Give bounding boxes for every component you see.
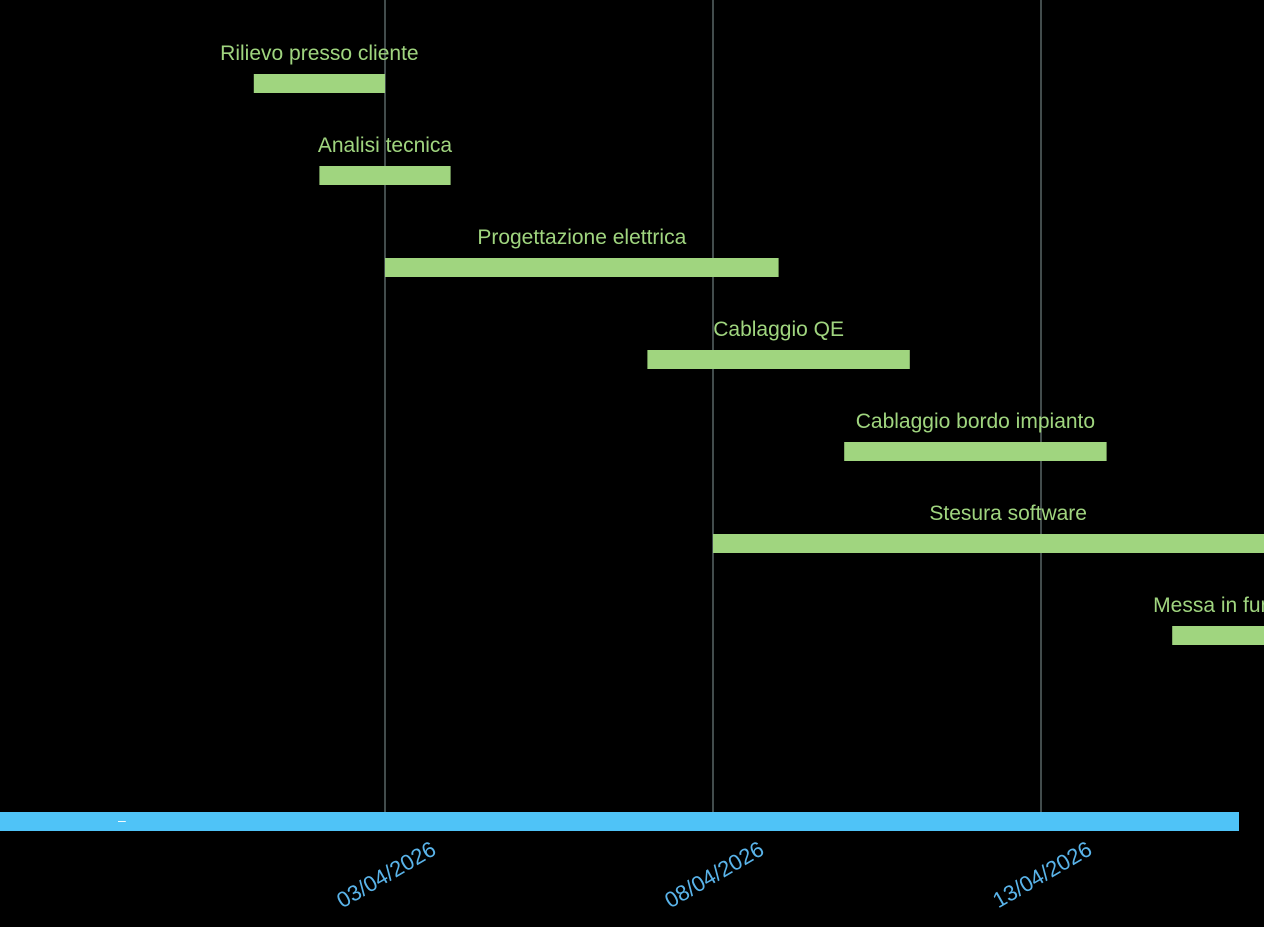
task-label: Cablaggio bordo impianto bbox=[856, 410, 1095, 433]
x-tick-label: 13/04/2026 bbox=[988, 836, 1096, 913]
gridlines bbox=[384, 0, 1042, 812]
timeline-axis-band bbox=[0, 812, 1239, 831]
task-row: Rilievo presso cliente bbox=[220, 42, 419, 93]
task-row: Progettazione elettrica bbox=[385, 226, 779, 277]
task-bar bbox=[385, 258, 779, 277]
task-label: Cablaggio QE bbox=[713, 318, 844, 341]
x-tick-label: 08/04/2026 bbox=[660, 836, 768, 913]
task-row: Analisi tecnica bbox=[318, 134, 453, 185]
task-bar bbox=[319, 166, 451, 185]
task-bar bbox=[253, 74, 385, 93]
task-label: Stesura software bbox=[929, 502, 1087, 525]
task-row: Cablaggio QE bbox=[647, 318, 910, 369]
x-tick-label: 03/04/2026 bbox=[332, 836, 440, 913]
task-row: Messa in funzione bbox=[1153, 594, 1264, 645]
task-bar bbox=[844, 442, 1107, 461]
axis-marker: – bbox=[118, 812, 126, 828]
task-row: Cablaggio bordo impianto bbox=[844, 410, 1107, 461]
task-bar bbox=[713, 534, 1264, 553]
task-label: Rilievo presso cliente bbox=[220, 42, 418, 65]
task-bar bbox=[647, 350, 910, 369]
task-label: Progettazione elettrica bbox=[477, 226, 686, 249]
task-bar bbox=[1172, 626, 1264, 645]
task-label: Analisi tecnica bbox=[318, 134, 453, 157]
task-row: Stesura software bbox=[713, 502, 1264, 553]
task-label: Messa in funzione bbox=[1153, 594, 1264, 617]
